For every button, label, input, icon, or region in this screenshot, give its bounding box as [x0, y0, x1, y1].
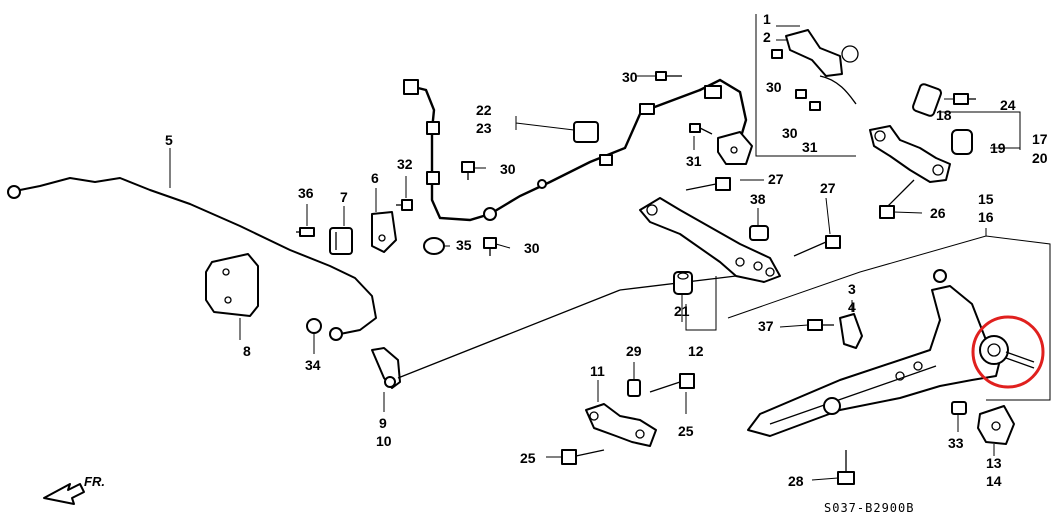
bolt-30: [461, 71, 682, 256]
grommet-35: [423, 237, 445, 255]
bolt-25-long: [649, 373, 695, 414]
bolt-31: [689, 123, 713, 150]
callout-25-a: 25: [520, 450, 536, 466]
callout-17: 17: [1032, 131, 1048, 147]
stabilizer-link: [371, 289, 621, 412]
callout-31-a: 31: [686, 153, 702, 169]
callout-37: 37: [758, 318, 774, 334]
nut-38: [749, 225, 769, 241]
callout-29: 29: [626, 343, 642, 359]
callout-5: 5: [165, 132, 173, 148]
callout-20: 20: [1032, 150, 1048, 166]
lead-26: [893, 211, 923, 214]
callout-36: 36: [298, 185, 314, 201]
callout-9: 9: [379, 415, 387, 431]
wire-clamp: [515, 116, 599, 143]
bolt-25-short: [561, 449, 605, 465]
lower-arm: [619, 197, 781, 291]
callout-7: 7: [340, 189, 348, 205]
bolt-28: [837, 450, 855, 485]
stabilizer-bushing: [329, 206, 353, 255]
callout-14: 14: [986, 473, 1002, 489]
callout-12: 12: [688, 343, 704, 359]
bushing-19: [951, 129, 973, 155]
upper-arm: [869, 125, 951, 183]
compensator-arm: [585, 380, 657, 447]
collar-29: [627, 379, 641, 397]
lead-17-20: [940, 111, 1021, 150]
highlight-circle: [971, 315, 1045, 389]
lead-37: [779, 324, 809, 328]
callout-30-e: 30: [524, 240, 540, 256]
callout-23: 23: [476, 120, 492, 136]
callout-30-a: 30: [622, 69, 638, 85]
callout-35: 35: [456, 237, 472, 253]
stabilizer-bracket: [205, 253, 259, 340]
callout-27-b: 27: [820, 180, 836, 196]
flange-bolt-36: [296, 204, 315, 237]
bracket-group: [755, 14, 859, 157]
lead-30-e: [495, 243, 511, 249]
callout-2: 2: [763, 29, 771, 45]
abs-sensor: [717, 131, 753, 165]
callout-3: 3: [848, 281, 856, 297]
bolt-27-lower: [793, 235, 841, 257]
front-direction-arrow: [43, 483, 85, 505]
bushing-21: [673, 271, 693, 295]
stabilizer-bar: [7, 148, 377, 341]
callout-33: 33: [948, 435, 964, 451]
bushing-18: [912, 83, 942, 117]
callout-22: 22: [476, 102, 492, 118]
callout-11: 11: [590, 363, 605, 379]
callout-8: 8: [243, 343, 251, 359]
callout-30-b: 30: [766, 79, 782, 95]
callout-25-b: 25: [678, 423, 694, 439]
callout-26: 26: [930, 205, 946, 221]
callout-27-a: 27: [768, 171, 784, 187]
callout-18: 18: [936, 107, 952, 123]
bolt-24: [953, 93, 976, 105]
lead-12: [685, 276, 717, 331]
lead-28: [811, 477, 839, 481]
bolt-27-upper: [685, 177, 731, 191]
nut-34: [306, 318, 322, 354]
callout-28: 28: [788, 473, 804, 489]
trailing-arm: [727, 228, 1051, 437]
bolt-32: [396, 176, 413, 211]
callout-10: 10: [376, 433, 392, 449]
callout-30-d: 30: [500, 161, 516, 177]
plate-13-14: [977, 405, 1015, 456]
bolt-37: [807, 319, 834, 331]
nut-33: [951, 401, 967, 432]
abs-sensor-wire: [403, 78, 748, 222]
callout-38: 38: [750, 191, 766, 207]
callout-15: 15: [978, 191, 994, 207]
callout-32: 32: [397, 156, 413, 172]
callout-1: 1: [763, 11, 771, 27]
callout-31-b: 31: [802, 139, 818, 155]
lead-27-b: [825, 197, 831, 235]
callout-30-c: 30: [782, 125, 798, 141]
callout-34: 34: [305, 357, 321, 373]
callout-19: 19: [990, 140, 1006, 156]
direction-label: FR.: [84, 474, 105, 489]
callout-16: 16: [978, 209, 994, 225]
callout-6: 6: [371, 170, 379, 186]
bracket-3-4: [839, 300, 863, 349]
bushing-holder: [371, 188, 397, 253]
callout-4: 4: [848, 299, 856, 315]
callout-13: 13: [986, 455, 1002, 471]
hub-spindle: [979, 335, 1035, 369]
diagram-code: S037-B2900B: [824, 501, 914, 515]
callout-24: 24: [1000, 97, 1016, 113]
